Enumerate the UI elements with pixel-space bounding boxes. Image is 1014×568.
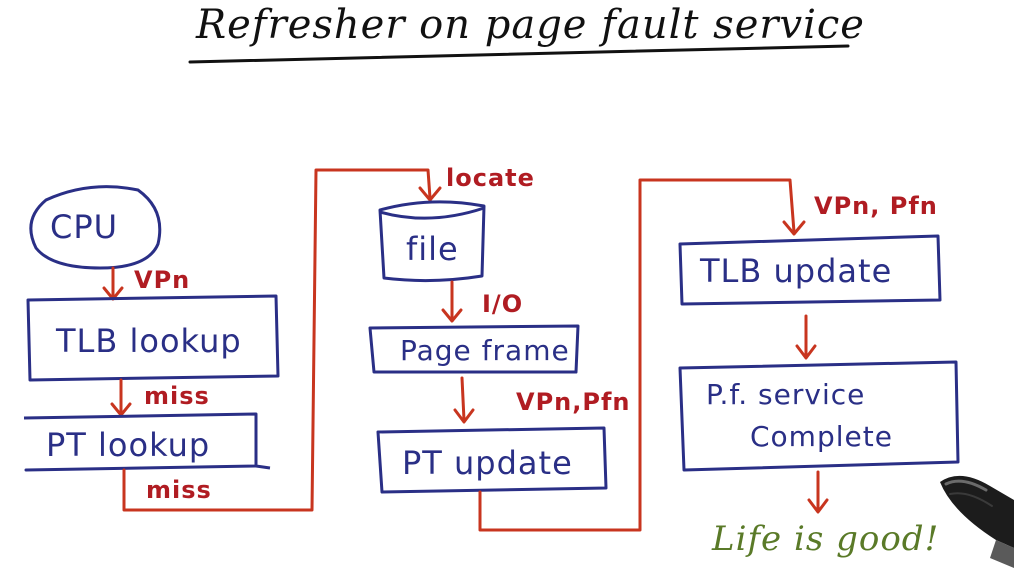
pf-service-line2: Complete [750, 420, 893, 453]
pen-icon [940, 475, 1014, 568]
pt-lookup-node [23, 412, 271, 472]
title-underline [188, 44, 850, 64]
cpu-node [29, 185, 162, 270]
label-locate: locate [446, 164, 535, 192]
tlb-update-label: TLB update [699, 252, 892, 290]
arrowhead-to-tlb-update [782, 220, 806, 236]
pf-service-complete-node [678, 360, 960, 472]
label-vpn-1: VPn [134, 266, 190, 294]
flow-pt-lookup-to-file [122, 168, 432, 512]
tlb-lookup-label: TLB lookup [55, 322, 242, 360]
label-vpn-pfn-1: VPn,Pfn [516, 388, 630, 416]
arrowhead-tlb-update-to-pf-complete [795, 344, 817, 360]
arrow-page-frame-to-pt-update [460, 376, 466, 422]
file-cylinder-lip [379, 206, 485, 220]
flow-pt-update-to-tlb-update [478, 178, 796, 532]
file-label: file [406, 230, 459, 268]
pt-update-label: PT update [402, 444, 573, 482]
arrowhead-to-life-is-good [807, 498, 829, 514]
arrowhead-to-file [418, 186, 442, 202]
page-frame-label: Page frame [400, 334, 570, 367]
pt-update-node [376, 426, 608, 494]
label-io: I/O [482, 290, 523, 318]
file-node [378, 200, 486, 283]
cpu-label: CPU [50, 208, 118, 246]
label-vpn-pfn-2: VPn, Pfn [814, 192, 938, 220]
page-frame-node [368, 324, 580, 374]
pt-lookup-label: PT lookup [46, 426, 210, 464]
label-miss-2: miss [146, 476, 212, 504]
pf-service-line1: P.f. service [706, 378, 865, 411]
arrowhead-file-to-page-frame [441, 308, 463, 323]
tlb-update-node [678, 234, 942, 306]
life-is-good-text: Life is good! [711, 519, 939, 559]
diagram-title: Refresher on page fault service [195, 2, 865, 48]
tlb-lookup-node [26, 294, 280, 382]
arrowhead-page-frame-to-pt-update [453, 408, 475, 424]
label-miss-1: miss [144, 382, 210, 410]
